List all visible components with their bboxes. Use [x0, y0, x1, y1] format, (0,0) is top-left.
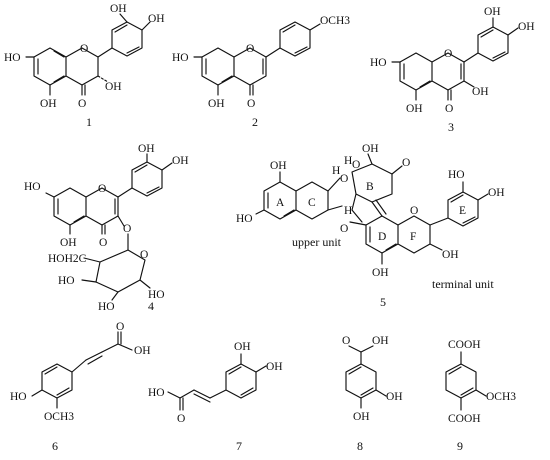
compound-6-number: 6: [52, 439, 58, 453]
compound-3-label-oh-3: OH: [472, 86, 489, 98]
compound-2-label-oh-7: HO: [172, 52, 189, 64]
compound-5-label-oh-e1: HO: [448, 169, 465, 181]
compound-5-label-o3: O: [340, 223, 348, 235]
compound-4-label-sugar-oh-1: HO: [58, 275, 75, 287]
compound-4-label-o-3: O: [123, 223, 131, 235]
compound-5-ring-c: C: [308, 197, 316, 209]
compound-7-label-oh-b: OH: [266, 361, 283, 373]
compound-5-ring-a: A: [276, 197, 285, 209]
compound-9-number: 9: [457, 439, 463, 453]
compound-8-label-oh-b: OH: [386, 391, 403, 403]
compound-2: O HO OH O OCH3 2: [172, 15, 350, 129]
compound-4-label-oh-3p: OH: [138, 143, 155, 155]
compound-5-ring-d: D: [378, 231, 386, 243]
compound-6-label-ketone: O: [116, 321, 124, 333]
compound-5-terminal-unit-caption: terminal unit: [432, 277, 494, 291]
compound-7-label-oh-a: OH: [234, 341, 251, 353]
compound-5-label-oh-e2: OH: [488, 187, 505, 199]
compound-5-label-o2: O: [352, 159, 360, 171]
compound-4-label-oh-5: OH: [60, 237, 77, 249]
compound-4-label-sugar-oh-3: HO: [148, 289, 165, 301]
compound-5: OH HO A C B D E F H H H O O O O OH O HO …: [236, 143, 505, 309]
compound-3-number: 3: [448, 120, 454, 134]
compound-5-ring-e: E: [459, 205, 466, 217]
compound-6-label-oh: HO: [10, 391, 27, 403]
compound-4-label-sugar-oh-2: HO: [98, 301, 115, 313]
compound-8-label-oh-a: OH: [372, 335, 389, 347]
compound-9-label-cooh-top: COOH: [448, 339, 481, 351]
compound-1-label-ketone: O: [78, 98, 86, 110]
compound-5-label-oh-bl: HO: [236, 213, 253, 225]
compound-5-number: 5: [380, 295, 386, 309]
compound-7-label-cooh: HO: [148, 387, 165, 399]
compound-8: O OH OH OH 8: [342, 335, 403, 453]
compound-6: O OH HO OCH3 6: [10, 321, 151, 453]
compound-2-label-oh-5: OH: [208, 98, 225, 110]
compound-9-label-cooh-bottom: COOH: [448, 413, 481, 425]
compound-5-label-keto-b: O: [402, 157, 410, 169]
compound-5-label-h2: H: [344, 155, 352, 167]
compound-4-ring-o: O: [98, 183, 106, 195]
compound-4-label-oh-7: HO: [24, 181, 41, 193]
compound-1: O HO OH O OH OH OH 1: [4, 3, 165, 129]
compound-8-label-oh-c: OH: [353, 411, 370, 423]
compound-4-label-ketone: O: [99, 237, 107, 249]
compound-9: COOH OCH3 COOH 9: [445, 339, 516, 453]
compound-4-label-o-ring: O: [140, 249, 148, 261]
compound-5-upper-unit-caption: upper unit: [292, 235, 342, 249]
compound-5-ring-f: F: [410, 231, 416, 243]
compound-2-number: 2: [252, 115, 258, 129]
compound-1-label-oh-3: OH: [105, 81, 122, 93]
compound-1-number: 1: [86, 115, 92, 129]
compound-5-label-h3: H: [344, 205, 352, 217]
compound-1-label-oh-3p: OH: [110, 3, 127, 15]
compound-5-label-h1: H: [332, 165, 340, 177]
compound-7-label-ketone: O: [177, 413, 185, 425]
compound-3-ring-o: O: [444, 48, 452, 60]
compound-1-ring-o: O: [80, 43, 88, 55]
compound-1-label-oh-5: OH: [40, 98, 57, 110]
compound-9-label-methoxy: OCH3: [486, 391, 516, 403]
compound-5-label-o1: O: [340, 173, 348, 185]
compound-3-label-oh-7: HO: [370, 57, 387, 69]
compound-8-label-ketone: O: [342, 335, 350, 347]
compound-3-label-oh-5: OH: [406, 103, 423, 115]
compound-4-label-oh-4p: OH: [172, 155, 189, 167]
compound-1-label-oh-7: HO: [4, 52, 21, 64]
compound-2-ring-o: O: [246, 43, 254, 55]
compound-4: O HO OH O O O OH OH HOH2C HO HO HO 4: [24, 143, 189, 313]
compound-3-label-oh-3p: OH: [484, 6, 501, 18]
compound-1-label-oh-4p: OH: [148, 13, 165, 25]
compound-7: OH OH O HO 7: [148, 341, 283, 453]
compound-5-label-o4: O: [410, 205, 418, 217]
compound-7-number: 7: [236, 439, 242, 453]
compound-2-label-methoxy: OCH3: [320, 15, 350, 27]
compound-6-label-cooh: OH: [134, 345, 151, 357]
compound-5-label-oh-f: OH: [442, 249, 459, 261]
compound-3: O HO OH O OH OH OH 3: [370, 6, 535, 134]
compound-3-label-ketone: O: [445, 103, 453, 115]
compound-6-label-methoxy: OCH3: [44, 411, 74, 423]
compound-3-label-oh-4p: OH: [518, 21, 535, 33]
compound-8-number: 8: [357, 439, 363, 453]
compound-2-label-ketone: O: [247, 98, 255, 110]
compound-5-label-oh-d: OH: [372, 267, 389, 279]
compound-5-label-oh-tl: OH: [270, 160, 287, 172]
compound-5-ring-b: B: [366, 181, 374, 193]
compound-5-label-oh-b: OH: [362, 143, 379, 155]
compound-4-label-hoh2c: HOH2C: [48, 253, 87, 265]
compound-4-number: 4: [148, 299, 154, 313]
